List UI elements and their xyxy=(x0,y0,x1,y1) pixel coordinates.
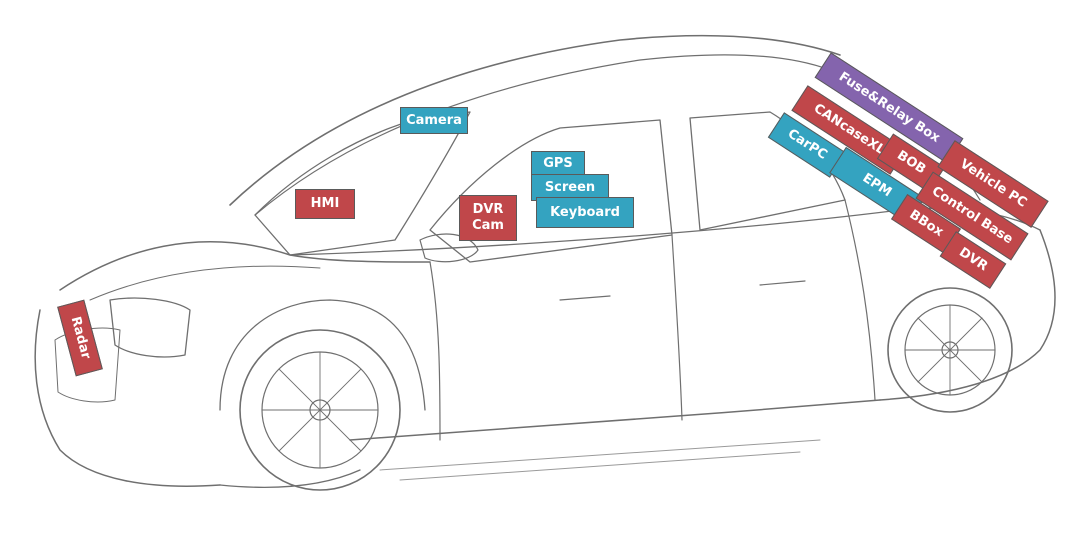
roof-line-inner xyxy=(254,54,831,216)
front-wheel-arch xyxy=(219,299,426,411)
hood-line xyxy=(59,241,431,291)
headlight xyxy=(109,297,191,358)
dvr-cam-line1: DVR xyxy=(472,202,504,217)
side-mirror xyxy=(419,233,479,263)
hood-crease xyxy=(89,265,321,301)
dvr-cam-label: DVR Cam xyxy=(459,195,517,241)
dvr-cam-line2: Cam xyxy=(472,218,504,233)
hmi-label: HMI xyxy=(295,189,355,219)
front-bumper xyxy=(34,309,221,487)
ground-shadow xyxy=(379,439,821,481)
b-pillar xyxy=(671,234,683,421)
door-handle-front xyxy=(559,295,611,301)
front-wheel-spokes xyxy=(261,351,379,469)
front-wheel-tire xyxy=(239,329,401,491)
door-handle-rear xyxy=(759,280,806,286)
rear-door-line xyxy=(844,199,876,401)
front-side-window xyxy=(429,119,673,263)
windshield xyxy=(254,111,471,256)
rear-wheel-tire xyxy=(887,287,1013,413)
rear-wheel-spokes xyxy=(904,304,996,396)
front-door-line xyxy=(429,261,441,441)
keyboard-label: Keyboard xyxy=(536,197,634,228)
sill-line xyxy=(349,399,881,441)
camera-label: Camera xyxy=(400,107,468,134)
roof-line xyxy=(229,34,841,206)
